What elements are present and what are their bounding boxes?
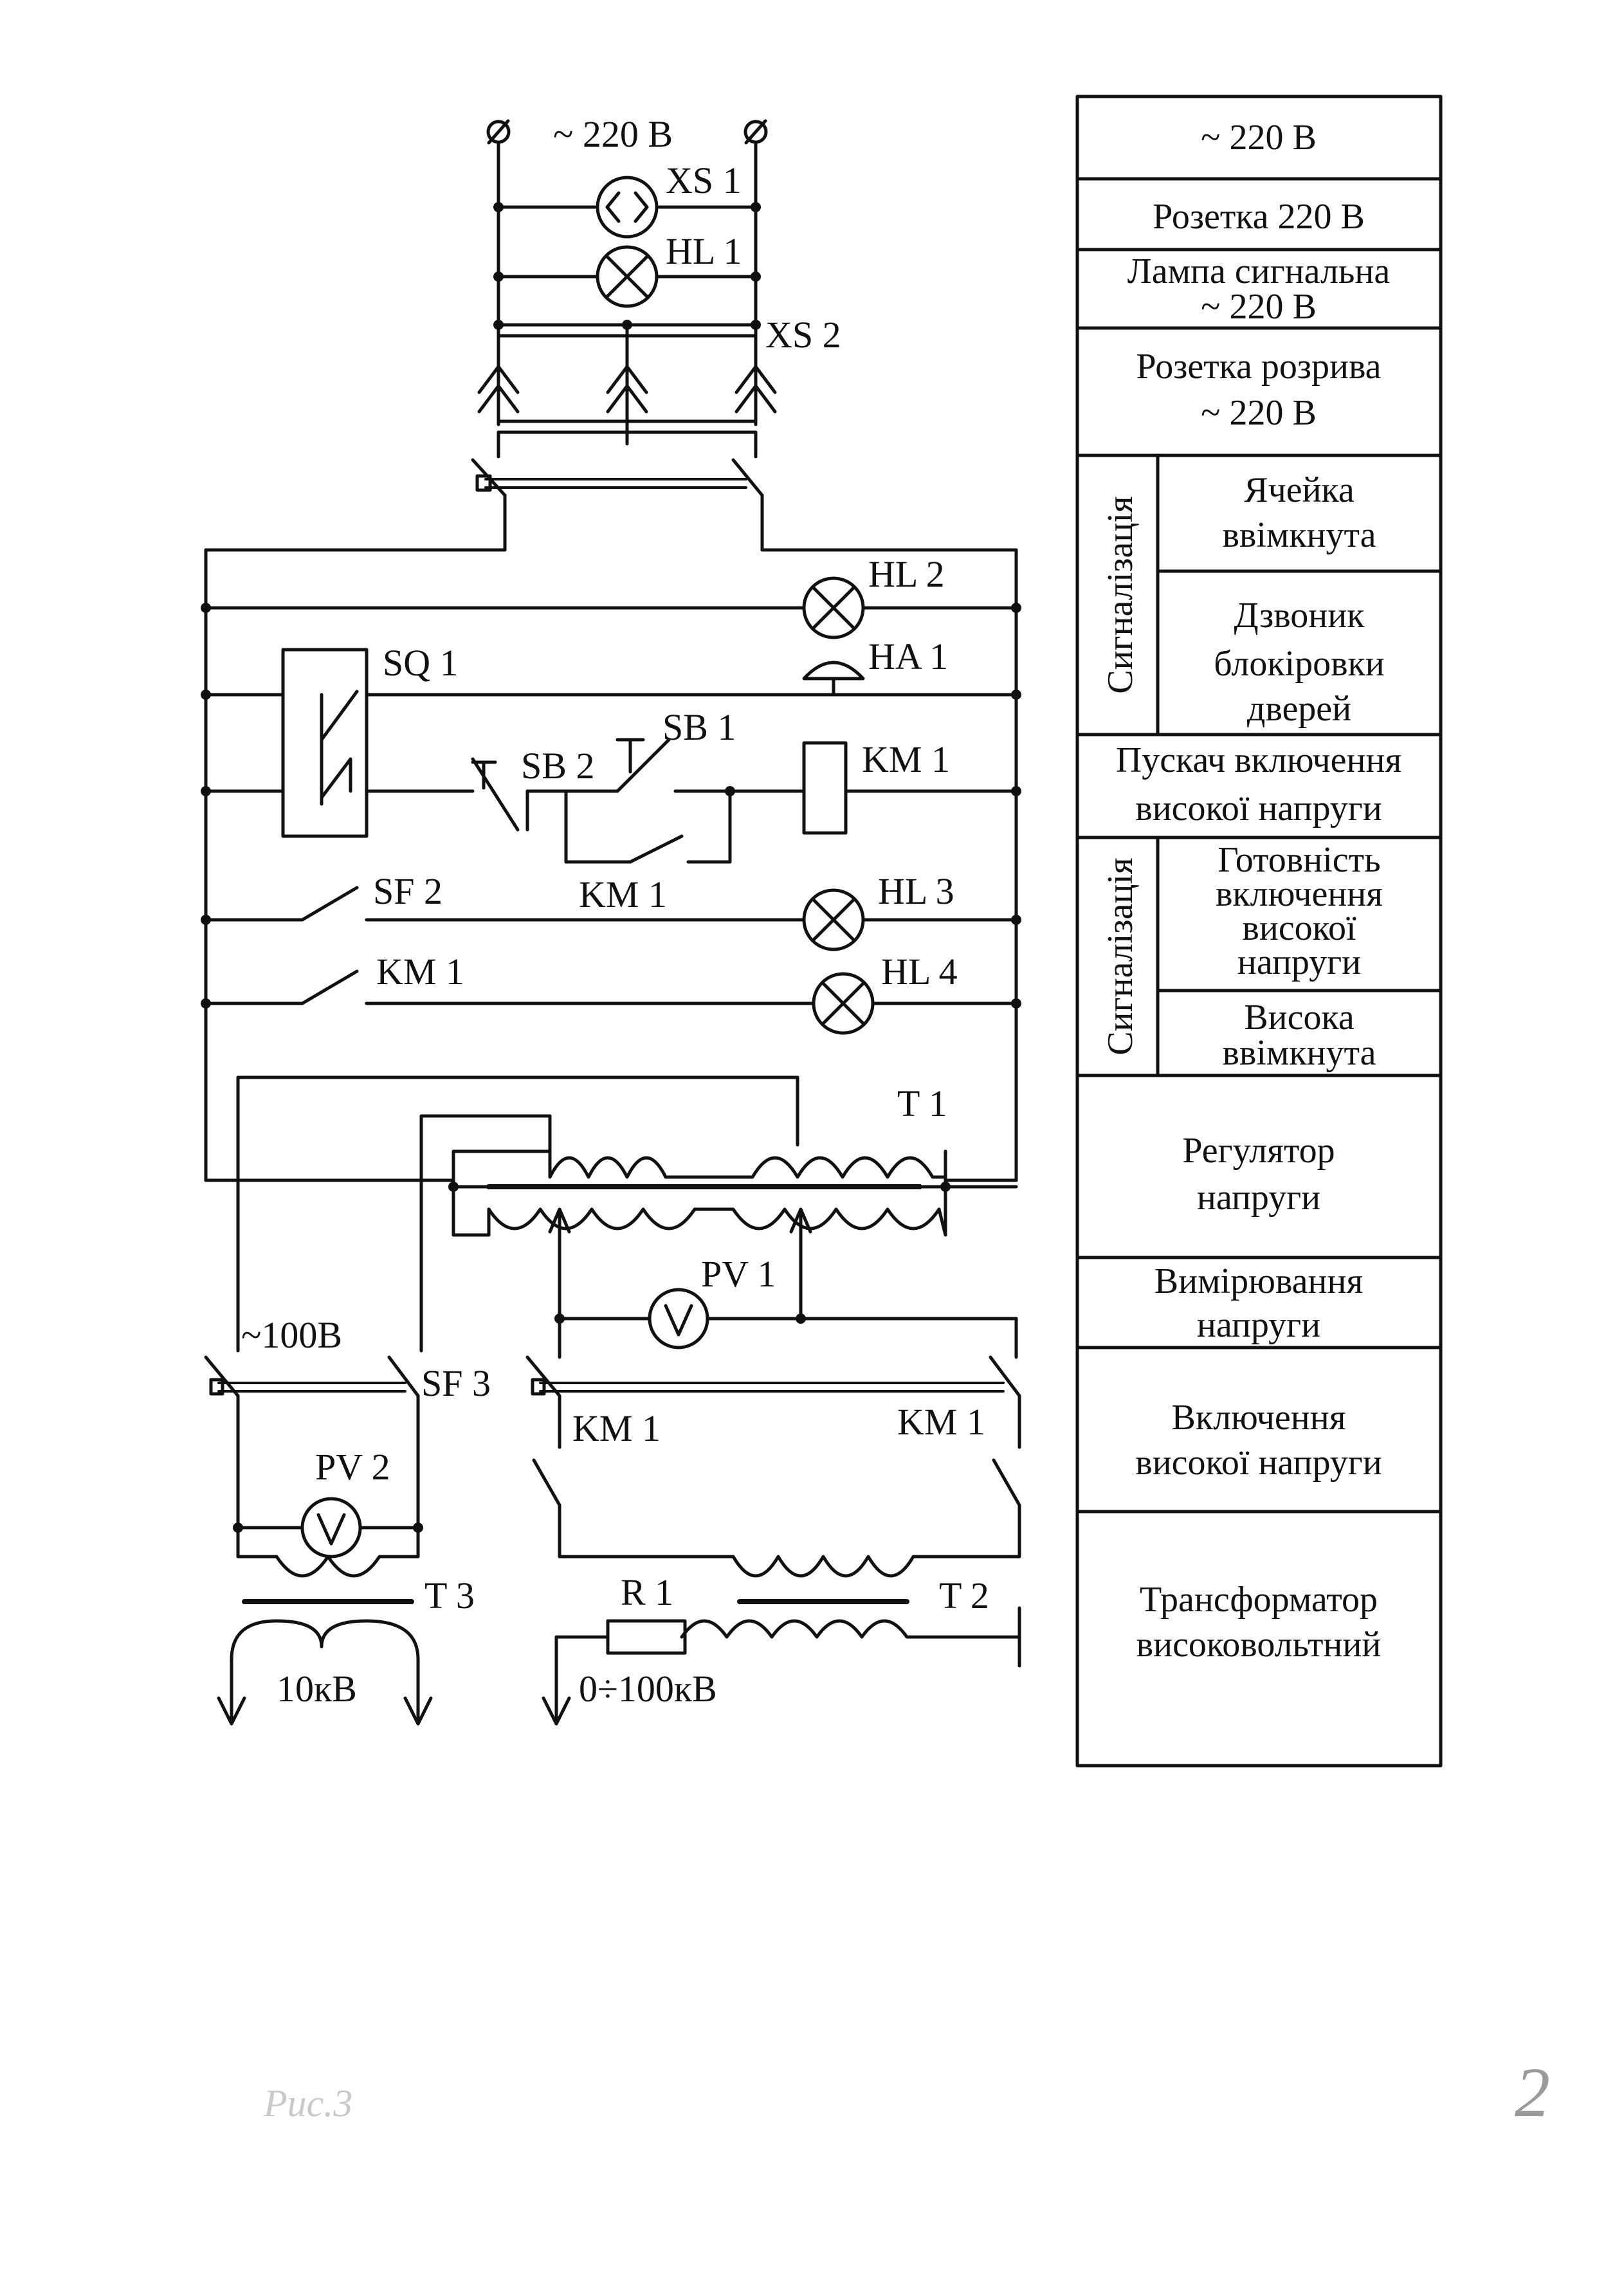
hl2-lamp-icon	[802, 576, 865, 639]
hl4-label: HL 4	[881, 951, 958, 992]
hl2-label: HL 2	[868, 553, 945, 595]
km1-left-contact	[532, 1458, 561, 1507]
km1-signal-contact	[300, 969, 359, 1005]
table-row-cell-on-b: ввімкнута	[1222, 515, 1376, 555]
table-row-ready-d: напруги	[1237, 942, 1361, 982]
table-row-break-socket-a: Розетка розрива	[1136, 347, 1381, 387]
t2-secondary	[680, 1619, 909, 1639]
t3-output-arrow-left	[217, 1683, 246, 1726]
control-section: HL 2 SQ 1 HA 1 SB 2 SB 1 KM 1	[201, 548, 1021, 1182]
table-row-hv-on-a: Висока	[1244, 998, 1355, 1038]
table-row-bell-b: блокіровки	[1214, 644, 1384, 684]
t3-secondary	[230, 1619, 420, 1687]
sb1-switch-blade	[616, 738, 671, 793]
t1-winding-upper-left	[548, 1149, 668, 1179]
regulator-section: T 1 PV 1	[236, 1075, 1018, 1359]
km1-coil	[802, 741, 848, 835]
table-row-starter-b: високої напруги	[1135, 789, 1382, 828]
table-group-signal-2: Сигналізація	[1100, 857, 1140, 1055]
km1-hold-label: KM 1	[579, 873, 667, 915]
ha1-label: HA 1	[868, 636, 948, 677]
supply-section: ~ 220 В XS 1 HL 1 XS 2	[471, 113, 841, 552]
table-row-hv-on-b: ввімкнута	[1222, 1033, 1376, 1073]
t1-wiper-arrow-left	[548, 1207, 571, 1234]
km1-right-label: KM 1	[897, 1401, 985, 1443]
r1-label: R 1	[621, 1571, 673, 1613]
sf2-switch	[300, 886, 359, 922]
table-group-signal-1: Сигналізація	[1100, 496, 1140, 693]
v100-label: ~100В	[241, 1314, 342, 1356]
table-row-regulator-b: напруги	[1197, 1178, 1320, 1218]
table-row-measure-b: напруги	[1197, 1305, 1320, 1345]
r1-resistor	[606, 1619, 687, 1655]
table-row-cell-on-a: Ячейка	[1244, 470, 1355, 510]
pv2-voltmeter-icon	[300, 1497, 362, 1559]
sb2-switch-blade	[471, 757, 520, 832]
table-row-starter-a: Пускач включення	[1116, 740, 1401, 780]
km1-signal-label: KM 1	[376, 951, 464, 992]
t2-output-arrow	[542, 1696, 571, 1726]
pv1-voltmeter-icon	[648, 1288, 709, 1349]
sf2-label: SF 2	[373, 870, 442, 912]
out10-label: 10кВ	[277, 1668, 357, 1710]
t1-winding-upper-right	[751, 1149, 947, 1179]
km1-hold-contact	[628, 834, 684, 864]
xs2-plug-icon-right	[734, 365, 777, 414]
t3-label: T 3	[424, 1575, 475, 1616]
hl3-label: HL 3	[878, 870, 954, 912]
sb2-button-icon	[471, 760, 497, 790]
table-row-bell-a: Дзвоник	[1234, 596, 1365, 636]
t2-label: T 2	[939, 1575, 989, 1616]
table-row-transformer-b: високовольтний	[1136, 1625, 1382, 1665]
sb2-label: SB 2	[521, 745, 594, 787]
table-row-ready-b: включення	[1216, 874, 1383, 914]
t2-section: KM 1 KM 1 T 2 R 1 0÷100кВ	[525, 1355, 1021, 1726]
t1-label: T 1	[897, 1083, 947, 1124]
table-row-lamp-b: ~ 220 В	[1201, 287, 1317, 327]
t3-primary	[236, 1555, 420, 1578]
sf3-label: SF 3	[421, 1362, 491, 1404]
hl1-lamp-icon	[596, 245, 659, 308]
out100-label: 0÷100кВ	[579, 1668, 717, 1710]
xs2-plug-icon-middle	[606, 365, 648, 414]
km1-left-label: KM 1	[572, 1407, 661, 1449]
table-row-transformer-a: Трансформатор	[1140, 1580, 1378, 1620]
xs1-socket-icon	[596, 176, 659, 239]
table-row-break-socket-b: ~ 220 В	[1201, 393, 1317, 433]
supply-label: ~ 220 В	[553, 113, 673, 155]
sb1-button-icon	[616, 738, 645, 774]
pv2-label: PV 2	[315, 1446, 390, 1488]
table-row-hv-switch-a: Включення	[1172, 1398, 1346, 1438]
t2-primary	[558, 1555, 1021, 1578]
sq1-door-switch	[281, 648, 369, 838]
xs2-plug-icon-left	[477, 365, 520, 414]
table-row-measure-a: Вимірювання	[1154, 1261, 1363, 1301]
table-row-bell-c: дверей	[1247, 689, 1351, 729]
table-row-ready-c: високої	[1242, 908, 1356, 948]
table-row-socket: Розетка 220 В	[1153, 197, 1365, 237]
description-table: ~ 220 В Розетка 220 В Лампа сигнальна ~ …	[1075, 95, 1443, 1768]
table-row-hv-switch-b: високої напруги	[1135, 1443, 1382, 1483]
ha1-bell-icon	[802, 661, 865, 681]
t3-section: ~100В SF 3 PV 2 T 3 10кВ	[204, 1314, 491, 1726]
t1-winding-lower	[487, 1207, 941, 1230]
km1-right-contact	[992, 1458, 1021, 1507]
km1-coil-label: KM 1	[862, 738, 950, 780]
table-row-lamp-a: Лампа сигнальна	[1127, 251, 1391, 291]
hl1-label: HL 1	[666, 230, 742, 272]
figure-note: Рис.3	[263, 2082, 352, 2125]
pv1-label: PV 1	[701, 1253, 776, 1295]
table-row-ready-a: Готовність	[1218, 840, 1380, 880]
table-row-regulator-a: Регулятор	[1182, 1131, 1335, 1171]
t3-output-arrow-right	[403, 1683, 433, 1726]
xs1-label: XS 1	[666, 160, 742, 201]
xs2-label: XS 2	[765, 314, 841, 356]
sb1-label: SB 1	[662, 706, 736, 748]
sq1-label: SQ 1	[383, 642, 459, 684]
table-row-220v: ~ 220 В	[1201, 118, 1317, 158]
t1-wiper-arrow-right	[789, 1207, 812, 1234]
page-number: 2	[1515, 2053, 1550, 2132]
